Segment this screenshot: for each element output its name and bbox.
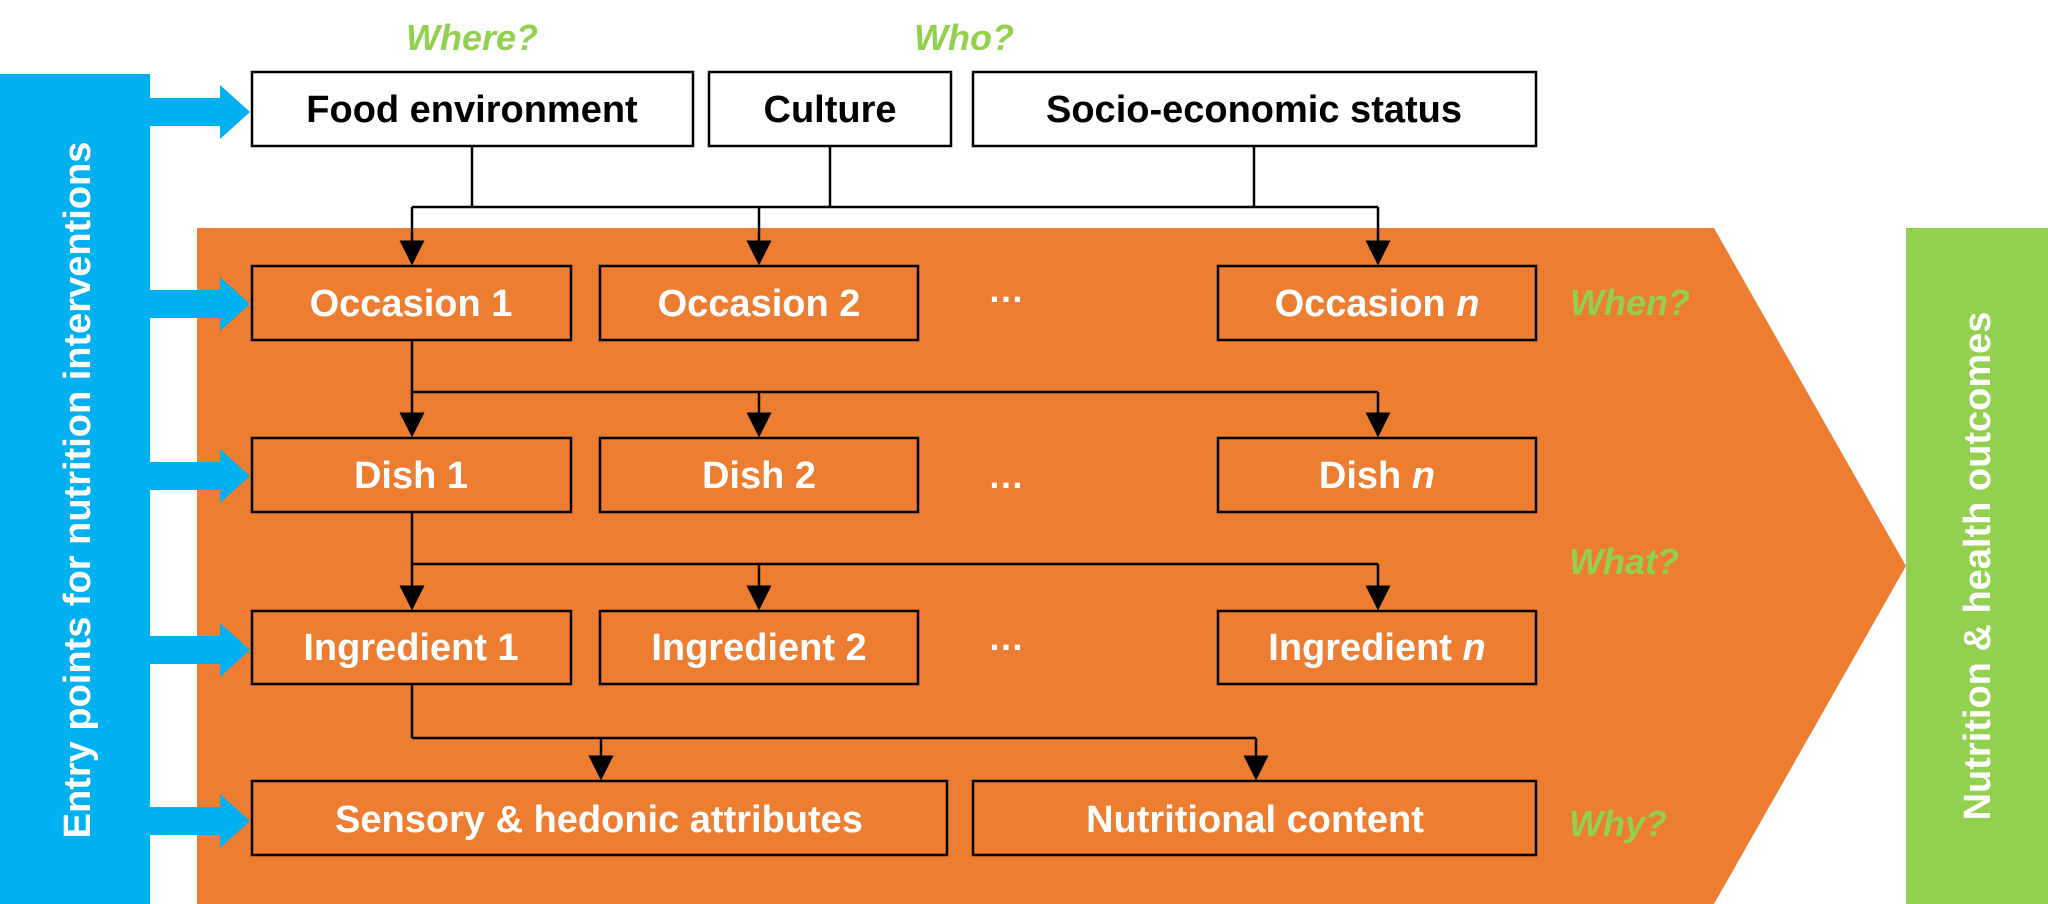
occasion-2-label: Occasion 2 <box>658 283 861 325</box>
ingredient-n-label: Ingredient <box>1268 627 1452 669</box>
ingredient-n-box: Ingredient n <box>1216 609 1538 686</box>
nutritional-content-label: Nutritional content <box>1086 799 1424 841</box>
what-question: What? <box>1569 541 1679 582</box>
dish-n-variable: n <box>1412 455 1435 497</box>
entry-arrow-occasions <box>150 277 250 331</box>
dish-n-label: Dish <box>1319 455 1401 497</box>
dish-1-box: Dish 1 <box>250 436 573 514</box>
occasion-n-variable: n <box>1456 283 1479 325</box>
socio-economic-status-box: Socio-economic status <box>971 70 1538 148</box>
occasion-1-label: Occasion 1 <box>310 283 513 325</box>
occasion-1-box: Occasion 1 <box>250 264 573 342</box>
who-question: Who? <box>914 17 1014 58</box>
dish-1-label: Dish 1 <box>354 455 468 497</box>
entry-arrow-context <box>150 85 250 139</box>
sensory-hedonic-label: Sensory & hedonic attributes <box>335 799 863 841</box>
entry-points-label: Entry points for nutrition interventions <box>57 142 99 839</box>
nutritional-content-box: Nutritional content <box>971 779 1538 857</box>
culture-label: Culture <box>764 89 897 131</box>
food-environment-label: Food environment <box>306 89 638 131</box>
food-environment-box: Food environment <box>250 70 695 148</box>
dish-2-label: Dish 2 <box>702 455 816 497</box>
entry-arrow-dishes <box>150 449 250 503</box>
occasion-n-label: Occasion <box>1275 283 1446 325</box>
ingredient-1-box: Ingredient 1 <box>250 609 573 686</box>
svg-text:Occasion n: Occasion n <box>1275 283 1480 325</box>
sensory-hedonic-box: Sensory & hedonic attributes <box>250 779 949 857</box>
entry-arrow-ingredients <box>150 623 250 677</box>
where-question: Where? <box>406 17 538 58</box>
orange-chevron-panel <box>197 228 1906 904</box>
ingredient-ellipsis: … <box>988 617 1024 658</box>
dish-n-box: Dish n <box>1216 436 1538 514</box>
socio-economic-status-label: Socio-economic status <box>1046 89 1462 131</box>
occasion-ellipsis: … <box>988 269 1024 310</box>
occasion-n-box: Occasion n <box>1216 264 1538 342</box>
outcomes-label: Nutrition & health outcomes <box>1957 312 1999 821</box>
ingredient-n-variable: n <box>1463 627 1486 669</box>
entry-points-bar <box>0 74 150 904</box>
outcomes-bar <box>1906 228 2048 904</box>
dish-2-box: Dish 2 <box>598 436 920 514</box>
svg-text:Dish n: Dish n <box>1319 455 1435 497</box>
ingredient-2-box: Ingredient 2 <box>598 609 920 686</box>
ingredient-1-label: Ingredient 1 <box>303 627 518 669</box>
svg-text:Ingredient n: Ingredient n <box>1268 627 1485 669</box>
when-question: When? <box>1570 282 1690 323</box>
dish-ellipsis: … <box>988 455 1024 496</box>
occasion-2-box: Occasion 2 <box>598 264 920 342</box>
entry-arrow-attributes <box>150 794 250 848</box>
ingredient-2-label: Ingredient 2 <box>651 627 866 669</box>
culture-box: Culture <box>707 70 953 148</box>
why-question: Why? <box>1569 803 1667 844</box>
